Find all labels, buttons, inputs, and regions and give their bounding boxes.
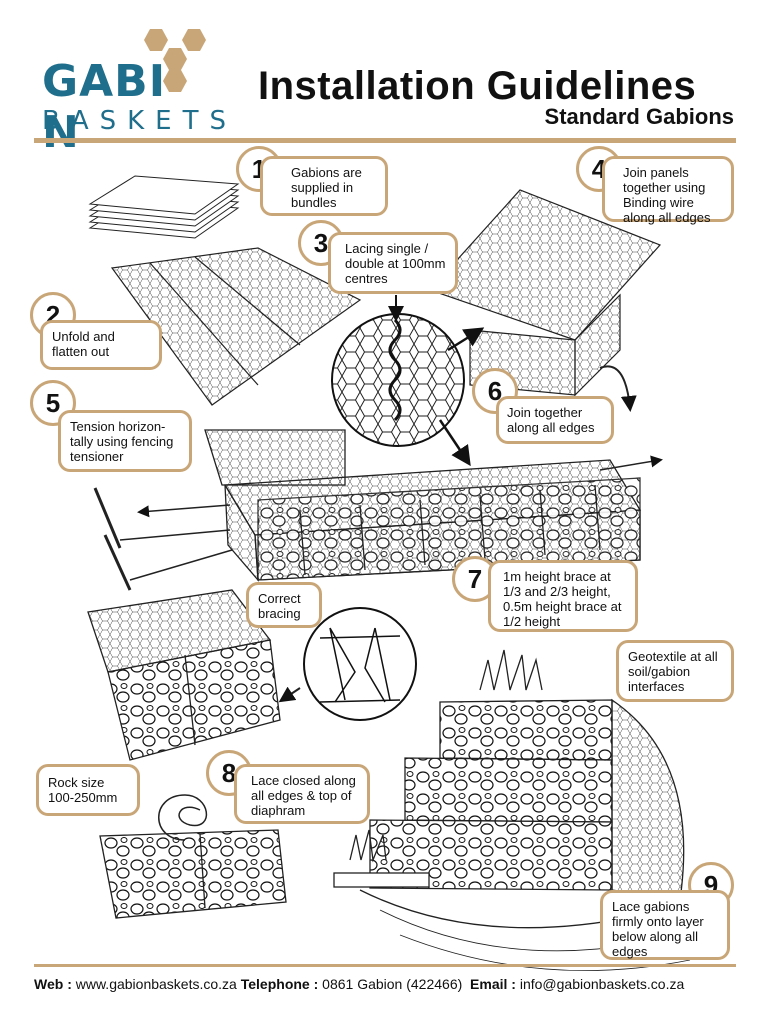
footer-web-label: Web : [34, 976, 72, 992]
step-2-callout: Unfold and flatten out [40, 320, 162, 370]
step-6-callout: Join together along all edges [496, 396, 614, 444]
page-subtitle: Standard Gabions [544, 104, 734, 129]
closed-gabion-drawing [99, 794, 287, 919]
braced-gabion-drawing [87, 589, 301, 761]
header-divider [34, 138, 736, 143]
brand-name-end: N [42, 107, 80, 158]
step-8-callout: Lace closed along all edges & top of dia… [234, 764, 370, 824]
brand-name-bottom: BASKETS [42, 106, 237, 136]
gabion-bundle-drawing [88, 175, 240, 239]
hexagon-logo-icon [144, 29, 206, 92]
footer-email-label: Email : [470, 976, 516, 992]
footer-contact: Web : www.gabionbaskets.co.za Telephone … [34, 976, 744, 992]
step-1-callout: Gabions are supplied in bundles [260, 156, 388, 216]
geotextile-note: Geotextile at all soil/gabion interfaces [616, 640, 734, 702]
step-9-callout: Lace gabions firmly onto layer below alo… [600, 890, 730, 960]
page-title: Installation Guidelines [258, 64, 697, 108]
step-5-callout: Tension horizon-tally using fencing tens… [58, 410, 192, 472]
correct-bracing-note: Correct bracing [246, 582, 322, 628]
step-7-callout: 1m height brace at 1/3 and 2/3 height, 0… [488, 560, 638, 632]
lacing-detail-drawing [331, 295, 485, 467]
flattened-gabion-drawing [110, 247, 362, 406]
brand-logo: GABIN BASKETS [40, 26, 240, 158]
footer-email-link[interactable]: info@gabionbaskets.co.za [519, 976, 685, 992]
footer-telephone[interactable]: 0861 Gabion (422466) [322, 976, 463, 992]
footer-web-link[interactable]: www.gabionbaskets.co.za [75, 976, 237, 992]
step-3-callout: Lacing single / double at 100mm centres [328, 232, 458, 294]
footer-divider [34, 964, 736, 967]
rock-size-note: Rock size 100-250mm [36, 764, 140, 816]
stacked-gabion-wall-drawing [333, 649, 701, 971]
step-4-callout: Join panels together using Binding wire … [602, 156, 734, 225]
step-6-number: 6 [472, 368, 518, 414]
brand-name-top: GABI [42, 56, 167, 107]
footer-tel-label: Telephone : [240, 976, 319, 992]
bracing-detail-drawing [303, 607, 417, 721]
